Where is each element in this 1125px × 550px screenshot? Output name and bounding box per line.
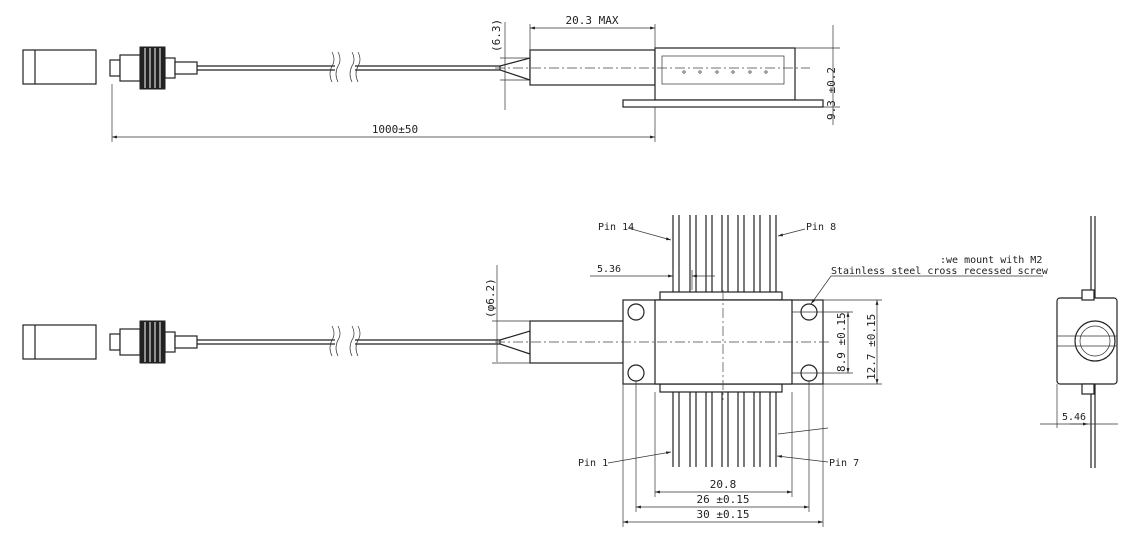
screw-note-line1: :we mount with M2 (940, 255, 1042, 266)
dim-label-top-height: 9.3 ±0.2 (825, 67, 838, 120)
dim-label-fiber-length: 1000±50 (372, 123, 418, 136)
dim-label-top-flange-length: 20.3 MAX (566, 14, 619, 27)
dim-label-tube-dia: (φ6.2) (484, 278, 497, 318)
dim-label-pin-span: 20.8 (710, 478, 737, 491)
top-view: 20.3 MAX (6.3) 9.3 ±0.2 1000±50 (22, 14, 840, 142)
label-pin14: Pin 14 (598, 222, 634, 233)
top-boot (499, 57, 531, 81)
top-flange (622, 99, 824, 108)
end-view: 5.46 (1040, 216, 1118, 468)
screw-note: :we mount with M2 Stainless steel cross … (810, 255, 1049, 305)
pins-top (672, 215, 777, 298)
dim-label-top-tube-dia: (6.3) (490, 19, 503, 52)
dim-label-pin-pitch-offset: 5.36 (597, 264, 621, 275)
top-dust-cap (22, 49, 97, 85)
dim-top-height: 9.3 ±0.2 (795, 25, 840, 125)
dim-top-flange-length: 20.3 MAX (529, 14, 656, 52)
top-fiber (197, 51, 500, 83)
dim-outer-width: 12.7 ±0.15 (823, 299, 882, 385)
dim-label-side-height: 5.46 (1062, 412, 1086, 423)
label-pin8: Pin 8 (806, 222, 836, 233)
dim-label-hole-span: 26 ±0.15 (697, 493, 750, 506)
dim-label-flange-length: 30 ±0.15 (697, 508, 750, 521)
end-view-port (1074, 320, 1116, 362)
pin-callouts: Pin 14 Pin 8 Pin 1 Pin 7 (578, 222, 859, 469)
dim-tube-dia: (φ6.2) (484, 265, 530, 364)
top-fc-connector (109, 46, 198, 90)
dim-pin-span: 20.8 (654, 392, 793, 497)
dim-label-inner-width: 8.9 ±0.15 (835, 312, 848, 372)
dim-hole-span: 26 ±0.15 (635, 381, 810, 512)
plan-fiber (197, 325, 500, 357)
screw-note-line2: Stainless steel cross recessed screw (831, 266, 1049, 277)
top-module-body (654, 47, 796, 101)
label-pin7: Pin 7 (829, 458, 859, 469)
dim-top-tube-dia: (6.3) (490, 19, 530, 110)
pins-bottom (672, 387, 777, 467)
dim-label-outer-width: 12.7 ±0.15 (865, 314, 878, 380)
label-pin1: Pin 1 (578, 458, 608, 469)
dim-pin-pitch-offset: 5.36 (590, 264, 715, 290)
dim-flange-length: 30 ±0.15 (622, 384, 824, 527)
plan-view: Pin 14 Pin 8 Pin 1 Pin 7 :we mount with … (22, 215, 1049, 527)
plan-boot (499, 330, 531, 355)
plan-dust-cap (22, 324, 97, 360)
dim-inner-width: 8.9 ±0.15 (792, 311, 853, 374)
plan-fc-connector (109, 320, 198, 364)
dim-fiber-length: 1000±50 (111, 84, 656, 142)
dim-side-height: 5.46 (1040, 384, 1118, 428)
